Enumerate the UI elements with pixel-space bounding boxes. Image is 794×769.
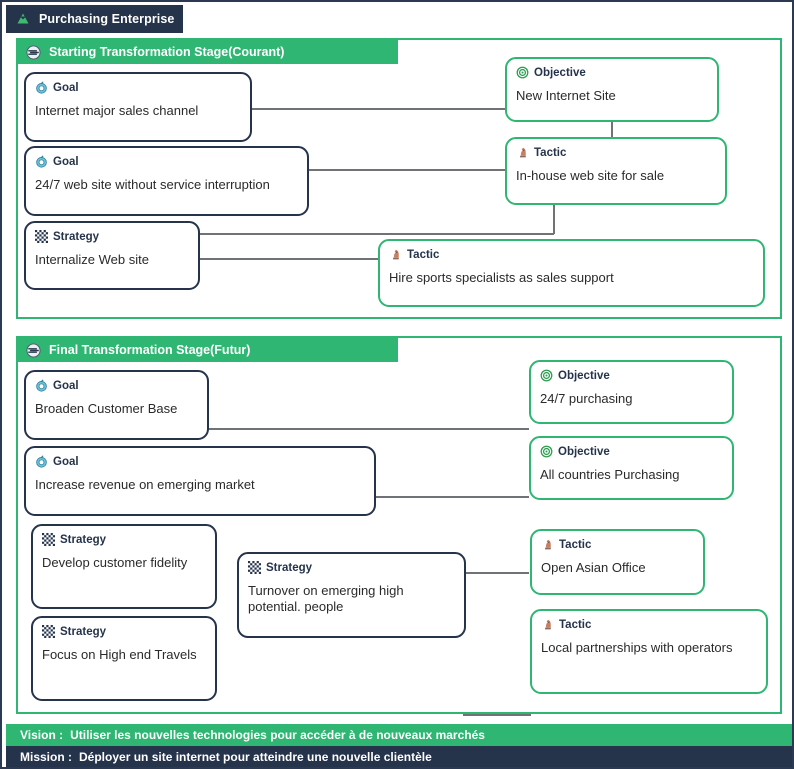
vision-label: Vision : [20,728,64,742]
connector-s1-goal1-objective1 [250,108,505,110]
node-text: 24/7 purchasing [540,391,633,406]
footer-vision-bar: Vision : Utiliser les nouvelles technolo… [6,724,792,746]
goal-target-icon [35,81,48,94]
stage-disc-icon [26,44,41,60]
node-text: Increase revenue on emerging market [35,477,255,492]
node-s1-strategy-1[interactable]: Strategy Internalize Web site [24,221,200,290]
node-s1-tactic-1[interactable]: Tactic In-house web site for sale [505,137,727,205]
node-s2-goal-2[interactable]: Goal Increase revenue on emerging market [24,446,376,516]
node-type-row: Goal [35,455,374,468]
node-type-row: Objective [540,369,732,382]
node-type-label: Objective [558,445,610,458]
node-type-label: Tactic [407,248,440,261]
tactic-knight-icon [541,618,554,631]
node-type-label: Tactic [559,618,592,631]
node-type-row: Goal [35,81,250,94]
vision-value: Utiliser les nouvelles technologies pour… [70,728,485,742]
node-s2-tactic-1[interactable]: Tactic Open Asian Office [530,529,705,595]
stage-final-header: Final Transformation Stage(Futur) [18,338,398,362]
footer-mission-bar: Mission : Déployer un site internet pour… [6,746,792,767]
node-type-row: Strategy [42,625,215,638]
connector-s2-goal1-objective1 [207,428,529,430]
node-text: Local partnerships with operators [541,640,733,655]
node-type-row: Goal [35,155,307,168]
node-s2-strategy-1[interactable]: Strategy Develop customer fidelity [31,524,217,609]
app-title-tab[interactable]: Purchasing Enterprise [6,5,183,33]
node-text: Focus on High end Travels [42,647,197,662]
node-type-label: Goal [53,379,79,392]
node-s2-strategy-2[interactable]: Strategy Focus on High end Travels [31,616,217,701]
app-title: Purchasing Enterprise [39,12,175,26]
node-text: 24/7 web site without service interrupti… [35,177,270,192]
node-text: New Internet Site [516,88,616,103]
node-type-row: Tactic [541,538,703,551]
objective-ring-icon [540,369,553,382]
node-s1-tactic-2[interactable]: Tactic Hire sports specialists as sales … [378,239,765,307]
node-text: Develop customer fidelity [42,555,188,570]
node-type-label: Strategy [60,625,107,638]
node-type-label: Strategy [60,533,107,546]
goal-target-icon [35,155,48,168]
stage-starting-title: Starting Transformation Stage(Courant) [49,45,285,59]
node-text: Internet major sales channel [35,103,199,118]
objective-ring-icon [540,445,553,458]
node-s2-objective-1[interactable]: Objective 24/7 purchasing [529,360,734,424]
node-text: All countries Purchasing [540,467,680,482]
node-type-label: Objective [558,369,610,382]
tactic-knight-icon [516,146,529,159]
connector-s1-objective1-tactic1 [611,122,613,148]
node-type-row: Strategy [248,561,464,574]
mission-label: Mission : [20,750,73,764]
mission-value: Déployer un site internet pour atteindre… [79,750,432,764]
node-text: Open Asian Office [541,560,646,575]
connector-s1-strategy1-tactic2 [198,258,378,260]
node-type-row: Strategy [42,533,215,546]
connector-s1-goal2-tactic1 [307,169,505,171]
node-type-label: Goal [53,81,79,94]
node-type-row: Tactic [541,618,766,631]
goal-target-icon [35,455,48,468]
node-type-label: Objective [534,66,586,79]
node-s2-goal-1[interactable]: Goal Broaden Customer Base [24,370,209,440]
node-type-label: Tactic [534,146,567,159]
strategy-board-icon [42,625,55,638]
node-text: Broaden Customer Base [35,401,178,416]
node-s1-objective-1[interactable]: Objective New Internet Site [505,57,719,122]
node-type-label: Strategy [266,561,313,574]
node-type-row: Tactic [389,248,763,261]
node-type-label: Goal [53,155,79,168]
connector-s1-tactic1-down [553,205,555,234]
node-type-row: Goal [35,379,207,392]
node-text: Internalize Web site [35,252,149,267]
strategy-board-icon [35,230,48,243]
stage-disc-icon [26,342,41,358]
node-s1-goal-1[interactable]: Goal Internet major sales channel [24,72,252,142]
connector-s1-strategy1-tacticjoin [198,233,554,235]
node-type-row: Objective [540,445,732,458]
strategy-board-icon [248,561,261,574]
tactic-knight-icon [389,248,402,261]
node-s2-strategy-3[interactable]: Strategy Turnover on emerging high poten… [237,552,466,638]
connector-s2-strategy3-tactic1 [463,714,531,716]
node-text: In-house web site for sale [516,168,665,183]
stage-starting-header: Starting Transformation Stage(Courant) [18,40,398,64]
stage-final-title: Final Transformation Stage(Futur) [49,343,251,357]
objective-ring-icon [516,66,529,79]
strategy-board-icon [42,533,55,546]
green-triangle-icon [16,12,30,26]
tactic-knight-icon [541,538,554,551]
node-text: Hire sports specialists as sales support [389,270,614,285]
node-type-label: Tactic [559,538,592,551]
goal-target-icon [35,379,48,392]
node-type-row: Objective [516,66,717,79]
node-type-label: Strategy [53,230,100,243]
node-s2-tactic-2[interactable]: Tactic Local partnerships with operators [530,609,768,694]
node-s2-objective-2[interactable]: Objective All countries Purchasing [529,436,734,500]
node-type-row: Tactic [516,146,725,159]
node-type-label: Goal [53,455,79,468]
node-s1-goal-2[interactable]: Goal 24/7 web site without service inter… [24,146,309,216]
node-type-row: Strategy [35,230,198,243]
node-text: Turnover on emerging high potential. peo… [248,583,404,614]
